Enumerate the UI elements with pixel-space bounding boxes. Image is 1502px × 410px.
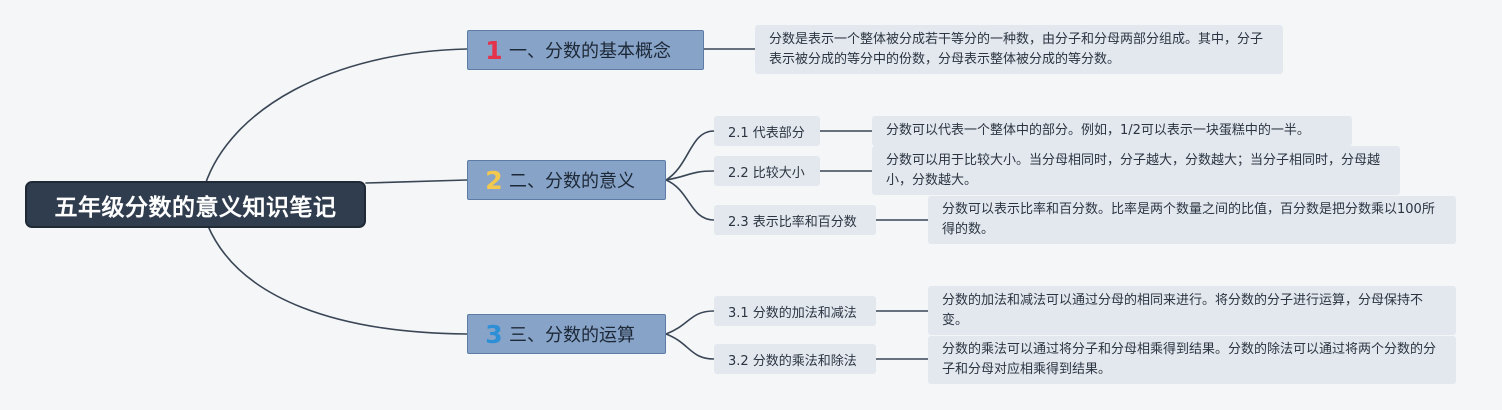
link-topic-2-sub-3: [665, 179, 715, 221]
note-text: 分数的加法和减法可以通过分母的相同来进行。将分数的分子进行运算，分母保持不变。: [942, 292, 1424, 328]
note-box[interactable]: 分数的加法和减法可以通过分母的相同来进行。将分数的分子进行运算，分母保持不变。: [928, 286, 1456, 335]
note-text: 分数是表示一个整体被分成若干等分的一种数，由分子和分母两部分组成。其中，分子表示…: [769, 31, 1264, 67]
subtopic-label: 3.2 分数的乘法和除法: [728, 353, 857, 369]
subtopic-node-3-1[interactable]: 3.1 分数的加法和减法: [714, 296, 876, 326]
topic-label: 三、分数的运算: [509, 325, 635, 346]
note-box[interactable]: 分数的乘法可以通过将分子和分母相乘得到结果。分数的除法可以通过将两个分数的分子和…: [928, 336, 1456, 384]
subtopic-node-3-2[interactable]: 3.2 分数的乘法和除法: [714, 344, 876, 374]
root-title: 五年级分数的意义知识笔记: [54, 194, 337, 221]
link-topic-2-sub-1: [665, 130, 715, 181]
note-text: 分数的乘法可以通过将分子和分母相乘得到结果。分数的除法可以通过将两个分数的分子和…: [942, 342, 1437, 377]
subtopic-label: 2.3 表示比率和百分数: [728, 214, 857, 230]
subtopic-label: 2.2 比较大小: [728, 165, 805, 181]
note-text: 分数可以表示比率和百分数。比率是两个数量之间的比值，百分数是把分数乘以100所得…: [942, 202, 1435, 237]
note-box[interactable]: 分数可以表示比率和百分数。比率是两个数量之间的比值，百分数是把分数乘以100所得…: [928, 196, 1456, 244]
link-root-topic-2: [365, 179, 468, 184]
subtopic-node-2-3[interactable]: 2.3 表示比率和百分数: [714, 205, 876, 235]
link-topic-2-sub-2: [665, 170, 715, 181]
topic-label: 一、分数的基本概念: [509, 41, 671, 62]
subtopic-label: 2.1 代表部分: [728, 125, 805, 141]
link-topic-3-sub-1: [665, 310, 715, 335]
link-topic-3-sub-2: [665, 333, 715, 360]
subtopic-label: 3.1 分数的加法和减法: [728, 305, 857, 321]
topic-node-3[interactable]: 3 三、分数的运算: [467, 314, 666, 354]
note-box[interactable]: 分数可以用于比较大小。当分母相同时，分子越大，分数越大；当分子相同时，分母越小，…: [872, 146, 1400, 195]
note-box[interactable]: 分数是表示一个整体被分成若干等分的一种数，由分子和分母两部分组成。其中，分子表示…: [755, 25, 1283, 74]
subtopic-node-2-2[interactable]: 2.2 比较大小: [714, 156, 820, 186]
link-root-topic-1: [204, 48, 468, 186]
number-badge-icon: 1: [485, 35, 503, 65]
topic-label: 二、分数的意义: [509, 171, 635, 192]
number-badge-icon: 3: [485, 319, 503, 349]
note-text: 分数可以用于比较大小。当分母相同时，分子越大，分数越大；当分子相同时，分母越小，…: [886, 152, 1381, 188]
subtopic-node-2-1[interactable]: 2.1 代表部分: [714, 116, 820, 146]
note-box[interactable]: 分数可以代表一个整体中的部分。例如，1/2可以表示一块蛋糕中的一半。: [872, 116, 1352, 146]
root-node[interactable]: 五年级分数的意义知识笔记: [25, 181, 366, 228]
topic-node-1[interactable]: 1 一、分数的基本概念: [467, 30, 704, 70]
number-badge-icon: 2: [485, 165, 503, 195]
topic-node-2[interactable]: 2 二、分数的意义: [467, 160, 666, 200]
link-root-topic-3: [207, 225, 468, 335]
note-text: 分数可以代表一个整体中的部分。例如，1/2可以表示一块蛋糕中的一半。: [886, 123, 1310, 138]
